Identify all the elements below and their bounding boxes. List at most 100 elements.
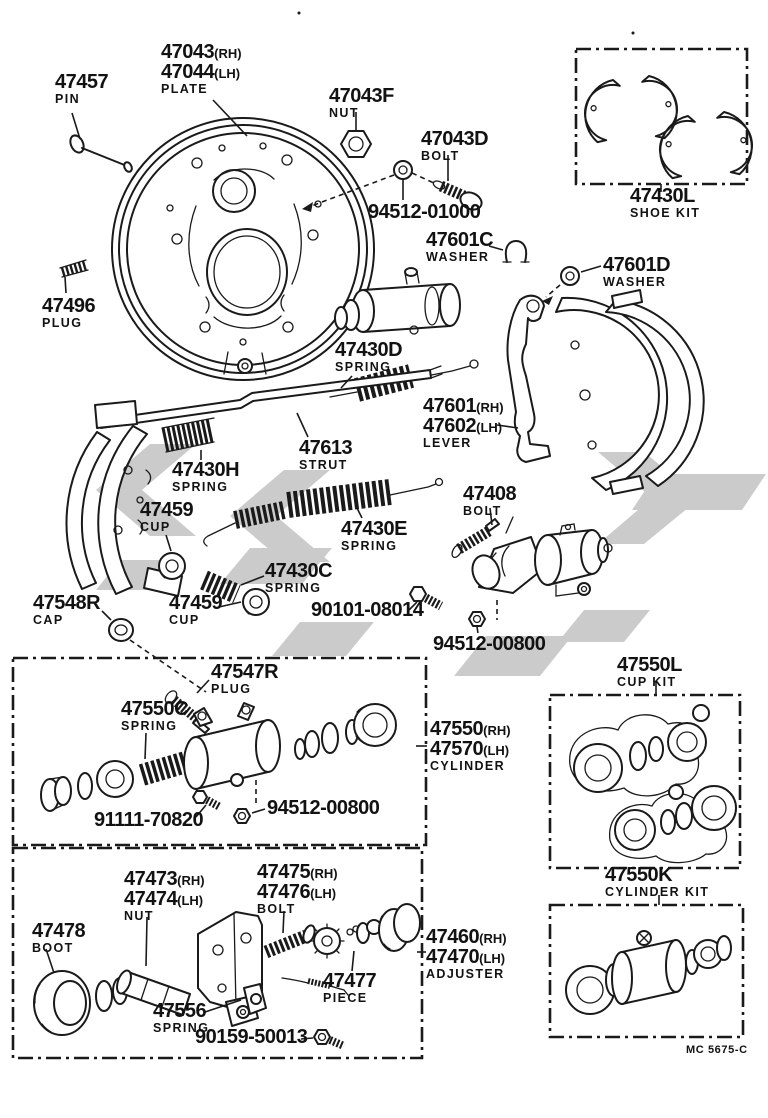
part-name: BOOT: [32, 941, 74, 955]
part-number-line: 47430E: [341, 519, 407, 539]
part-number-line: 47430L: [630, 186, 700, 206]
part-number-side-suffix: (LH): [483, 743, 510, 758]
part-number-side-suffix: (RH): [483, 723, 511, 738]
part-number-line: 47457: [55, 71, 109, 93]
part-number: 47550C: [121, 698, 189, 720]
part-number-line: 47459: [169, 593, 223, 613]
part-number: 47408: [463, 483, 517, 505]
part-number: 47550L: [617, 654, 682, 676]
callout-nut-94512-00800-b: 94512-00800: [267, 798, 380, 818]
part-number: 47430H: [172, 459, 240, 481]
part-name: NUT: [329, 106, 359, 120]
part-number: 47550K: [605, 864, 673, 886]
part-number: 47457: [55, 71, 109, 93]
part-number-line: 47601D: [603, 254, 671, 276]
part-number-line: 94512-01000: [368, 201, 481, 223]
part-number: 47601: [423, 395, 477, 417]
washer-94512-01000-drawing: [302, 160, 437, 212]
part-name: BOLT: [421, 149, 460, 163]
wheel-cylinder-box: [11, 656, 428, 847]
part-number-line: 47601(RH): [423, 396, 504, 416]
part-number: 47570: [430, 738, 484, 760]
part-name: BOLT: [257, 902, 296, 916]
cylinder-kit-box: [548, 903, 745, 1039]
part-number-line: 94512-00800: [433, 634, 546, 654]
part-number-line: 47550L: [617, 655, 682, 675]
part-number-line: 47548R: [33, 592, 101, 614]
part-number: 94512-01000: [368, 201, 481, 223]
part-name: BOLT: [463, 504, 502, 518]
part-number-side-suffix: (LH): [310, 886, 337, 901]
part-name: CUP: [140, 520, 171, 534]
cup-47459-upper-drawing: [158, 552, 186, 580]
callout-washer-94512-01000: 94512-01000: [368, 201, 481, 223]
adjuster-box: [11, 846, 424, 1060]
part-number-line: 47550K: [605, 865, 709, 885]
part-number: 47601D: [603, 254, 671, 276]
part-number: 47043D: [421, 128, 489, 150]
part-name: SPRING: [153, 1021, 210, 1035]
part-number: 47496: [42, 295, 96, 317]
part-number: 47547R: [211, 661, 279, 683]
part-number-line: 47460(RH): [426, 927, 507, 947]
wheel-cylinder-assembled-drawing: [334, 267, 461, 335]
part-number: 47430L: [630, 185, 695, 207]
callout-cylinder-47550: 47550(RH)47570(LH)CYLINDER: [430, 719, 511, 773]
part-number-line: 47547R: [211, 661, 279, 683]
part-number-line: 47043F: [329, 86, 394, 106]
part-number-line: 47044(LH): [161, 62, 242, 82]
part-number: 47473: [124, 868, 178, 890]
cap-47548r-drawing: [108, 618, 207, 693]
spring-47430e-drawing: [203, 477, 444, 547]
washer-47601c-drawing: [502, 240, 530, 263]
spring-47430h-drawing: [161, 417, 215, 453]
part-number-line: 90101-08014: [311, 599, 424, 621]
part-name: SPRING: [265, 581, 322, 595]
part-name: ADJUSTER: [426, 967, 505, 981]
spring-47430c-drawing: [200, 570, 241, 604]
part-number: 47602: [423, 415, 477, 437]
part-number-line: 47601C: [426, 230, 494, 250]
part-number: 47430D: [335, 339, 403, 361]
part-number-line: 47550C: [121, 698, 189, 720]
cup-kit-box: [548, 693, 742, 870]
part-name: STRUT: [299, 458, 348, 472]
part-number: 47430E: [341, 518, 407, 540]
part-number-line: 47496: [42, 295, 96, 317]
part-name: LEVER: [423, 436, 472, 450]
part-name: CUP KIT: [617, 675, 677, 689]
part-number-line: 47043D: [421, 128, 489, 150]
part-name: PLUG: [42, 316, 83, 330]
part-number-side-suffix: (RH): [479, 931, 507, 946]
part-number: 47548R: [33, 592, 101, 614]
bolt-47408-drawing: [451, 518, 500, 559]
part-number: 90101-08014: [311, 599, 424, 621]
part-number-side-suffix: (LH): [214, 66, 241, 81]
pin-drawing: [69, 134, 133, 173]
part-number-line: 47570(LH): [430, 739, 511, 759]
callout-nut-47473: 47473(RH)47474(LH)NUT: [124, 869, 205, 923]
part-number-line: 47043(RH): [161, 42, 242, 62]
part-number: 47430C: [265, 560, 333, 582]
shoe-kit-box: [574, 47, 760, 186]
part-name: CYLINDER KIT: [605, 885, 710, 899]
bolt-47043d-drawing: [432, 180, 483, 211]
part-name: CYLINDER: [430, 759, 506, 773]
leader-lines: [45, 99, 662, 1040]
part-name: SHOE KIT: [630, 206, 701, 220]
part-number: 47043: [161, 41, 215, 63]
part-number-line: 47477: [323, 971, 377, 991]
